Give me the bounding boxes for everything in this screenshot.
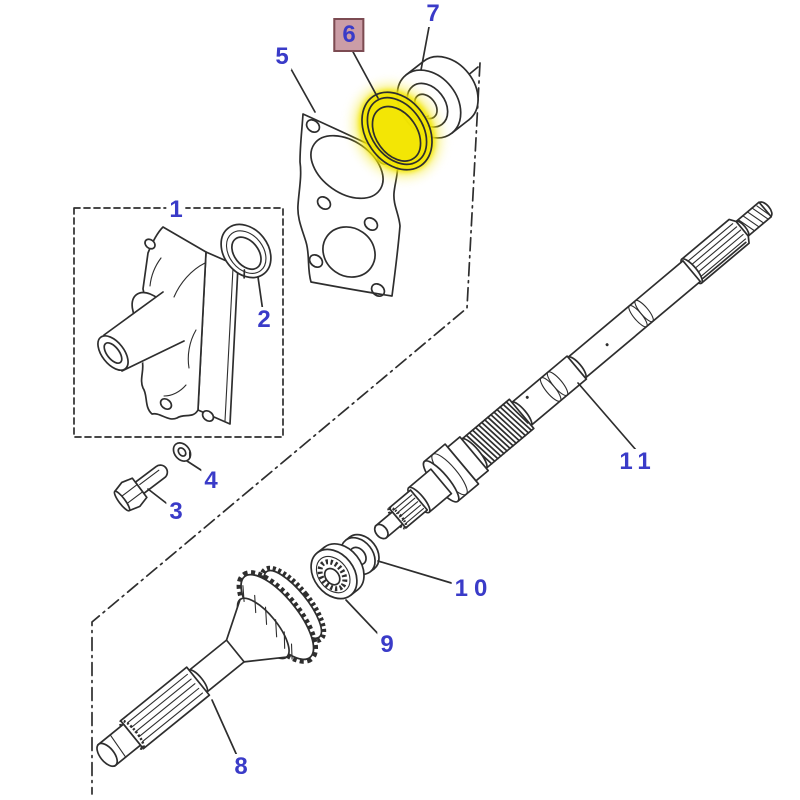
callout-7[interactable]: 7 [423,1,443,27]
part-bearing-top-graphic [396,55,479,139]
leader-lines [147,26,637,759]
part-oil-seal-highlighted-graphic [354,85,440,177]
leader-10 [377,560,459,586]
callout-2[interactable]: 2 [254,307,274,333]
callout-10[interactable]: 10 [451,576,497,602]
leader-5 [290,68,316,113]
leader-6 [351,49,379,99]
leader-2 [257,276,264,313]
callout-1[interactable]: 1 [166,197,186,223]
callout-5[interactable]: 5 [272,44,292,70]
leader-8 [211,699,239,759]
part-mainshaft-graphic [373,201,773,540]
part-seal-ring-graphic [220,223,272,279]
callout-3[interactable]: 3 [166,499,186,525]
leader-11 [577,382,637,451]
part-input-shaft-graphic [96,565,327,768]
callout-4[interactable]: 4 [201,468,221,494]
leader-4 [186,460,205,473]
callout-8[interactable]: 8 [231,754,251,780]
boundary-centerline [91,62,481,795]
callout-6-selected[interactable]: 6 [333,18,365,52]
leader-7 [420,26,430,71]
leader-9 [345,599,383,639]
part-housing-graphic [97,226,239,425]
callout-9[interactable]: 9 [377,632,397,658]
part-washer-graphic [172,442,192,462]
callout-11[interactable]: 11 [616,449,660,475]
part-bearing-small-graphic [310,543,365,600]
part-bolt-graphic [113,464,169,512]
